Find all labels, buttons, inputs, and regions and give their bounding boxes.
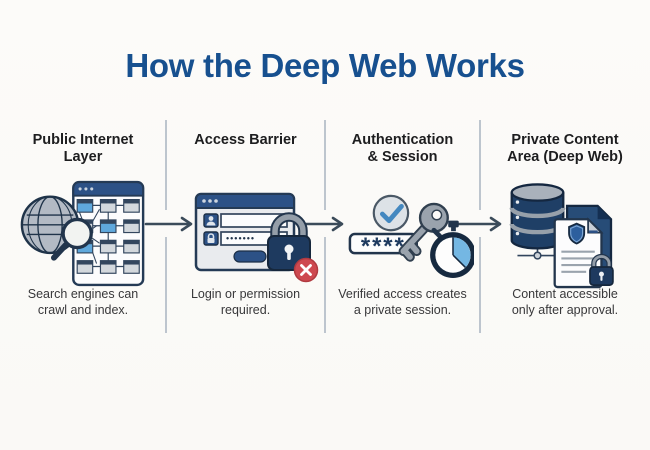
session-timer-icon: [430, 220, 474, 278]
column-heading: Private Content Area (Deep Web): [507, 132, 623, 166]
globe-search-sitemap-icon: [20, 180, 145, 287]
divider-line: [324, 120, 326, 210]
divider-line: [165, 237, 167, 333]
password-dots: •••••••: [226, 234, 255, 244]
verified-check-icon: [372, 194, 410, 232]
divider-line: [165, 120, 167, 210]
column-heading: Access Barrier: [194, 132, 297, 148]
page-title: How the Deep Web Works: [125, 47, 525, 84]
column-caption: Login or permission required.: [190, 287, 301, 317]
column-private-content-area: Private Content Area (Deep Web): [480, 130, 650, 340]
magnifier-icon: [51, 217, 93, 261]
small-padlock-icon: [589, 253, 614, 286]
flow-arrow-icon: [453, 216, 502, 232]
column-public-internet-layer: Public Internet Layer: [0, 130, 166, 340]
column-heading: Public Internet Layer: [32, 132, 134, 166]
column-caption: Search engines can crawl and index.: [27, 287, 139, 317]
database-document-lock-icon: [509, 183, 614, 289]
network-node: [517, 247, 562, 260]
divider-line: [479, 120, 481, 210]
column-caption: Content accessible only after approval.: [511, 287, 619, 317]
divider-line: [324, 237, 326, 333]
check-password-key-timer-icon: ****: [348, 194, 474, 278]
denied-x-icon: [293, 257, 319, 283]
login-button-graphic: [233, 250, 267, 263]
sitemap-connector-lines: [92, 204, 124, 268]
column-authentication-session: Authentication & Session ****: [325, 130, 480, 340]
column-caption: Verified access creates a private sessio…: [338, 287, 467, 317]
divider-line: [479, 237, 481, 333]
shield-icon: [568, 222, 586, 245]
password-asterisks: ****: [361, 233, 406, 260]
column-heading: Authentication & Session: [351, 132, 454, 166]
login-form-lock-icon: •••••••: [194, 192, 319, 283]
column-access-barrier: Access Barrier •••••••: [166, 130, 325, 340]
flow-arrow-icon: [144, 216, 193, 232]
